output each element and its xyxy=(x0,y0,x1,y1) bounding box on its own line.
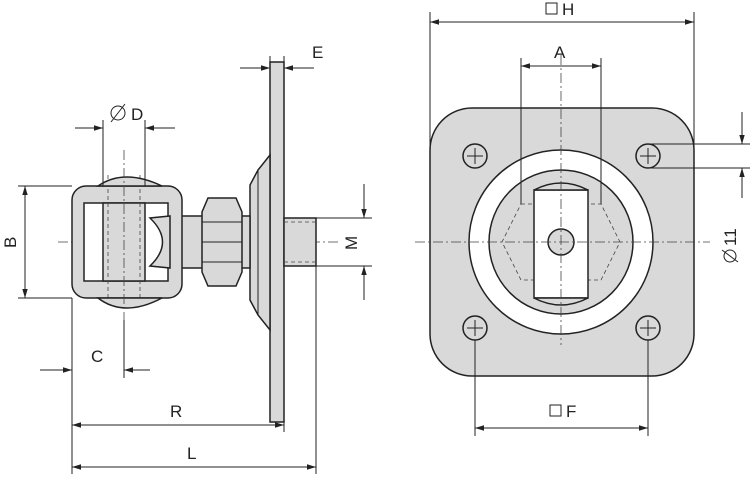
mounting-hole-top-right xyxy=(635,143,661,169)
label-M: M xyxy=(342,236,361,250)
front-view xyxy=(415,55,710,377)
plate-boss xyxy=(249,152,271,333)
diameter-symbol-D xyxy=(110,105,126,121)
pin-cap-top xyxy=(95,176,163,187)
square-symbol-F xyxy=(549,404,562,417)
hole-diameter-annotation: 11 xyxy=(721,228,740,263)
eye-neck xyxy=(148,215,171,269)
label-A: A xyxy=(554,43,566,62)
label-L: L xyxy=(187,444,196,463)
mounting-plate xyxy=(269,61,285,423)
label-B: B xyxy=(1,237,20,248)
front-cap-bottom xyxy=(533,297,589,306)
mounting-hole-top-left xyxy=(462,143,488,169)
threaded-stud xyxy=(283,217,317,267)
diameter-symbol-hole xyxy=(723,249,737,263)
label-hole-diameter: 11 xyxy=(721,228,740,246)
square-symbol-H xyxy=(545,2,558,15)
label-C: C xyxy=(91,347,103,366)
side-view xyxy=(58,61,340,423)
pin-cap-bottom xyxy=(95,297,163,309)
label-E: E xyxy=(312,43,323,62)
side-dimensions: E D B M C R L xyxy=(1,43,372,474)
label-R: R xyxy=(170,402,182,421)
front-dimensions: H A F 11 xyxy=(429,0,750,436)
mounting-hole-bottom-right xyxy=(635,315,661,341)
label-H: H xyxy=(562,0,574,19)
label-D: D xyxy=(131,105,143,124)
label-F: F xyxy=(566,402,576,421)
mounting-hole-bottom-left xyxy=(462,315,488,341)
